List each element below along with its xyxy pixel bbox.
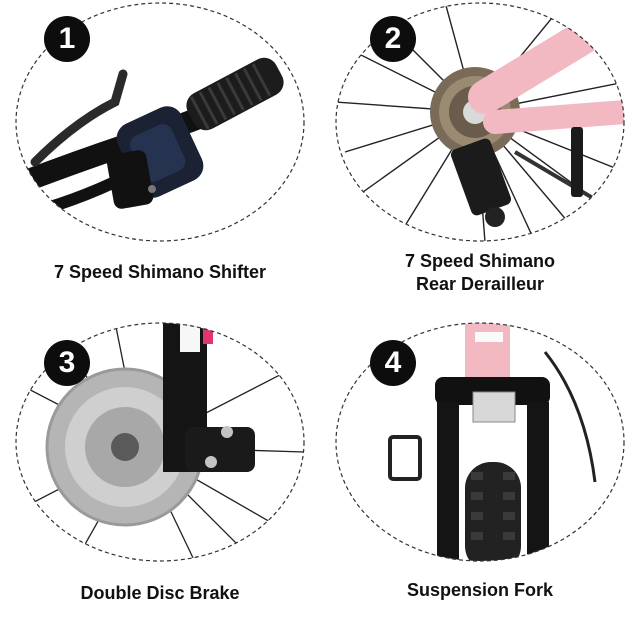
- step-number-badge: 4: [370, 340, 416, 386]
- feature-panel-shifter: 1 7 Speed Shimano Shifter: [0, 0, 320, 320]
- feature-panel-suspension-fork: 4 Suspension Fork: [320, 320, 640, 640]
- feature-caption-line-2: Rear Derailleur: [415, 274, 545, 294]
- step-number-badge: 1: [44, 16, 90, 62]
- step-number-badge: 2: [370, 16, 416, 62]
- step-number-badge: 3: [44, 340, 90, 386]
- feature-caption-line-1: 7 Speed Shimano: [404, 251, 556, 271]
- shifter-photo: [15, 2, 305, 242]
- feature-caption: 7 Speed Shimano Rear Derailleur: [320, 250, 640, 296]
- feature-caption: Double Disc Brake: [80, 583, 240, 603]
- feature-panel-derailleur: 2 7 Speed Shimano Rear Derailleur: [320, 0, 640, 320]
- feature-caption: Suspension Fork: [406, 580, 554, 600]
- feature-caption: 7 Speed Shimano Shifter: [53, 262, 267, 282]
- feature-panel-disc-brake: 3 Double Disc Brake: [0, 320, 320, 640]
